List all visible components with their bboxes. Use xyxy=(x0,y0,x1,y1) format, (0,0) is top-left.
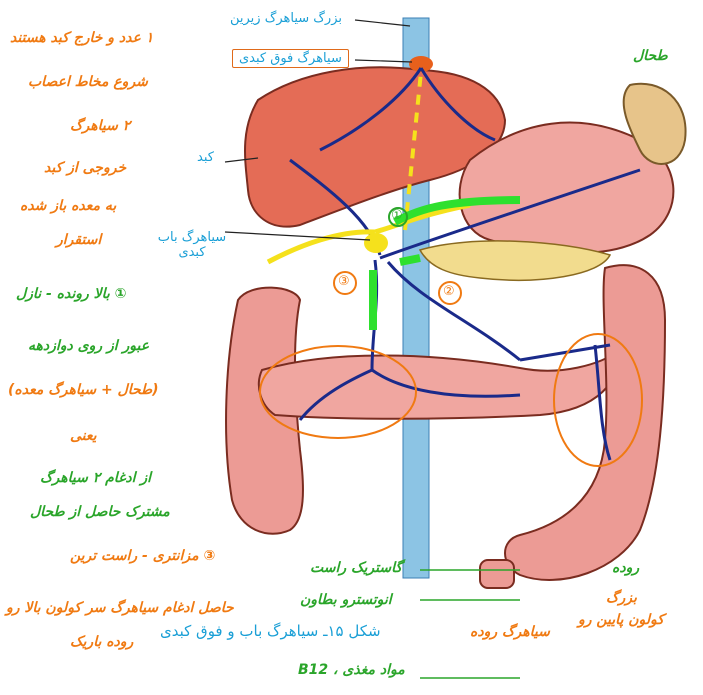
note-right-bot-3: روده xyxy=(612,560,639,576)
note-right-bot-1: کولون پایین رو xyxy=(578,612,664,628)
note-bottom-2: انوتسترو بطاون xyxy=(300,592,392,608)
note-left-top-3: ۲ سیاهرگ xyxy=(70,118,130,134)
note-bottom-3: سیاهرگ روده xyxy=(470,624,550,640)
hepatic-vein-label: سیاهرگ فوق کبدی xyxy=(232,49,349,68)
transverse-colon xyxy=(259,350,620,419)
note-bottom-4: مواد مغذی ، B12 xyxy=(298,662,405,678)
descending-colon xyxy=(505,265,665,580)
note-left-mid-3: (طحال + سیاهرگ معده) xyxy=(8,382,159,398)
marker-3: ③ xyxy=(338,274,350,289)
note-left-top-2: شروع مخاط اعصاب xyxy=(28,74,148,90)
note-bottom-1: گاستریک راست xyxy=(310,560,402,576)
note-left-mid-2: عبور از روی دوازدهه xyxy=(28,338,149,354)
marker-2: ② xyxy=(443,284,455,299)
note-left-top-4: خروجی از کبد xyxy=(44,160,126,176)
note-left-bot-2: حاصل ادغام سیاهرگ سر کولون بالا رو xyxy=(6,600,234,616)
note-left-mid-1: ① بالا رونده - نازل xyxy=(16,286,127,302)
note-left-mid-6: مشترک حاصل از طحال xyxy=(30,504,170,520)
figure-caption: شکل ۱۵ـ سیاهرگ باب و فوق کبدی xyxy=(160,622,381,640)
note-left-mid-4: یعنی xyxy=(70,428,97,444)
note-left-top-1: ۱ عدد و خارج کبد هستند xyxy=(10,30,153,46)
liver-label: کبد xyxy=(197,150,214,165)
marker-1: ① xyxy=(391,208,403,223)
note-left-bot-3: روده باریک xyxy=(70,634,133,650)
note-left-top-5: به معده باز شده xyxy=(20,198,116,214)
note-left-mid-5: از ادغام ۲ سیاهرگ xyxy=(40,470,151,486)
portal-node xyxy=(364,233,388,253)
note-left-top-6: استقرار xyxy=(56,232,101,248)
note-left-bot-1: ③ مزانتری - راست ترین xyxy=(70,548,215,564)
ivc-label: بزرگ سیاهرگ زیرین xyxy=(230,11,342,26)
portal-vein-label: سیاهرگ باب کبدی xyxy=(152,230,232,260)
rectum xyxy=(480,560,514,588)
note-right-top: طحال xyxy=(633,48,668,64)
note-right-bot-2: بزرگ xyxy=(606,590,637,606)
